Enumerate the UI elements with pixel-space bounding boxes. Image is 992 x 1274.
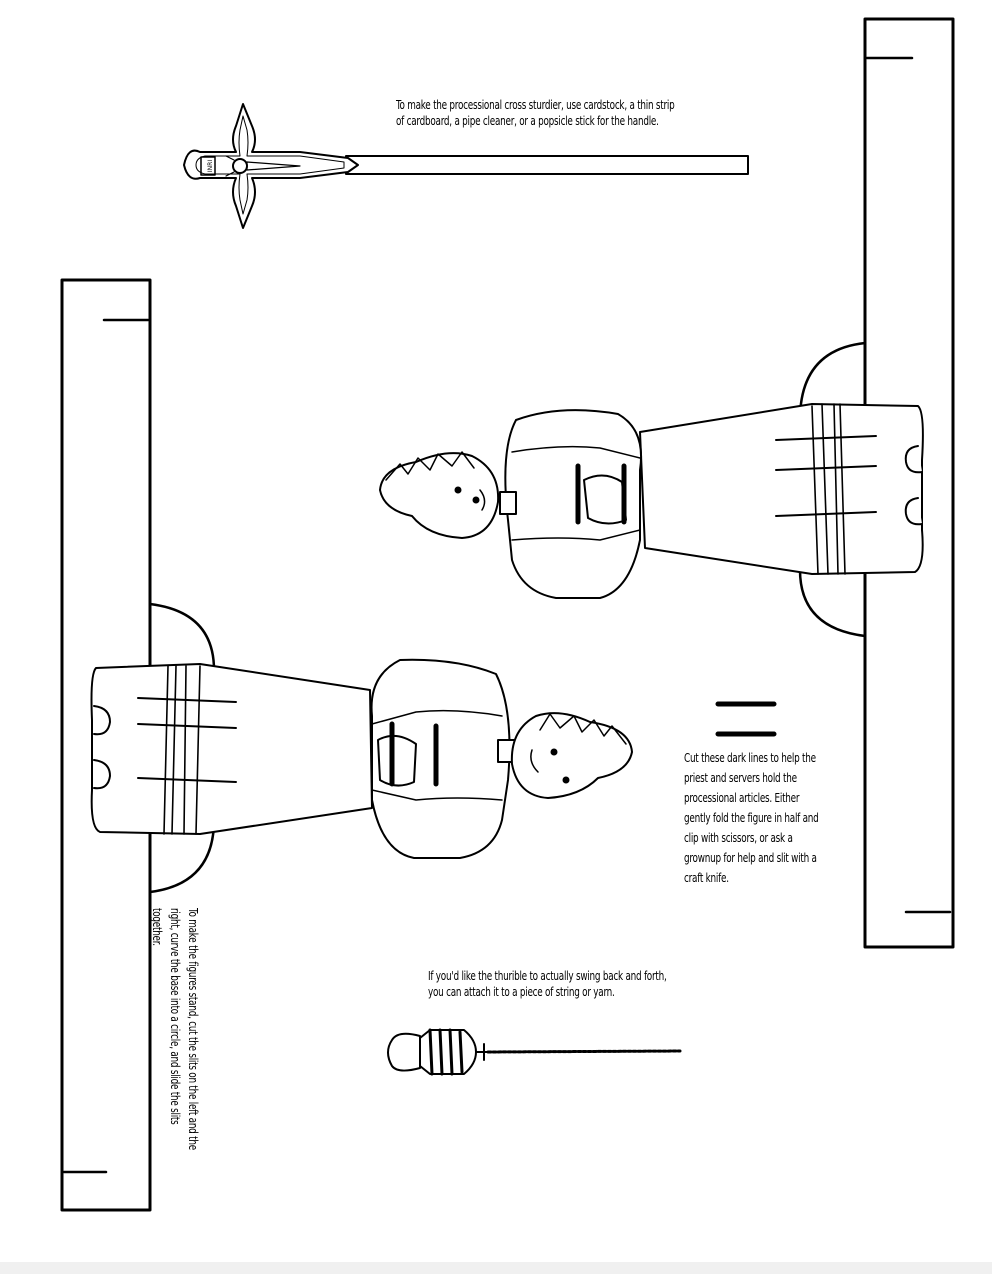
left-hold-slits <box>389 721 439 787</box>
thurible <box>387 1028 682 1076</box>
right-foot-top <box>904 445 923 474</box>
slit-instruction: Cut these dark lines to help the priest … <box>684 751 819 885</box>
right-eye-1 <box>454 486 462 494</box>
right-hands <box>583 474 627 525</box>
right-robe-stripes <box>811 403 846 575</box>
right-hair <box>385 451 475 481</box>
cross-instruction: To make the processional cross sturdier,… <box>396 98 675 128</box>
right-robe-bands <box>775 435 877 517</box>
right-neck <box>499 491 517 515</box>
stand-instruction: To make the figures stand, cut the slits… <box>150 908 200 1150</box>
left-eye-1 <box>550 748 558 756</box>
right-hold-slits <box>575 463 627 525</box>
right-head <box>379 452 500 539</box>
left-hair <box>539 713 627 745</box>
left-robe-bands <box>137 697 237 783</box>
left-head <box>510 712 633 799</box>
left-hands <box>377 734 417 787</box>
right-collar-lines <box>511 445 641 541</box>
right-eye-2 <box>472 496 480 504</box>
thurible-instruction: If you'd like the thurible to actually s… <box>428 969 667 999</box>
left-figure-card <box>60 278 633 1212</box>
left-foot-top <box>93 705 111 736</box>
right-smile <box>479 489 486 511</box>
left-collar-lines <box>371 709 503 801</box>
inri-text: INRI <box>207 160 214 172</box>
thurible-vents <box>428 1028 464 1076</box>
thurible-cap <box>475 1043 489 1061</box>
thurible-chain <box>486 1049 682 1054</box>
thurible-base <box>387 1032 421 1072</box>
right-robe <box>639 403 924 575</box>
processional-cross <box>183 103 749 229</box>
left-eye-2 <box>562 776 570 784</box>
thurible-bowl <box>419 1029 477 1075</box>
left-foot-bottom <box>93 759 111 790</box>
cut-line-legend <box>715 701 777 737</box>
right-figure-card <box>379 17 955 949</box>
inri-plaque <box>200 156 216 176</box>
left-robe <box>90 663 373 835</box>
cross-inner-outline <box>195 115 345 215</box>
left-robe-stripes <box>163 665 201 835</box>
cross-outline <box>183 103 359 229</box>
right-foot-bottom <box>904 497 923 526</box>
corpus-body <box>246 161 301 171</box>
cross-handle <box>345 155 749 175</box>
left-smile <box>530 749 539 773</box>
